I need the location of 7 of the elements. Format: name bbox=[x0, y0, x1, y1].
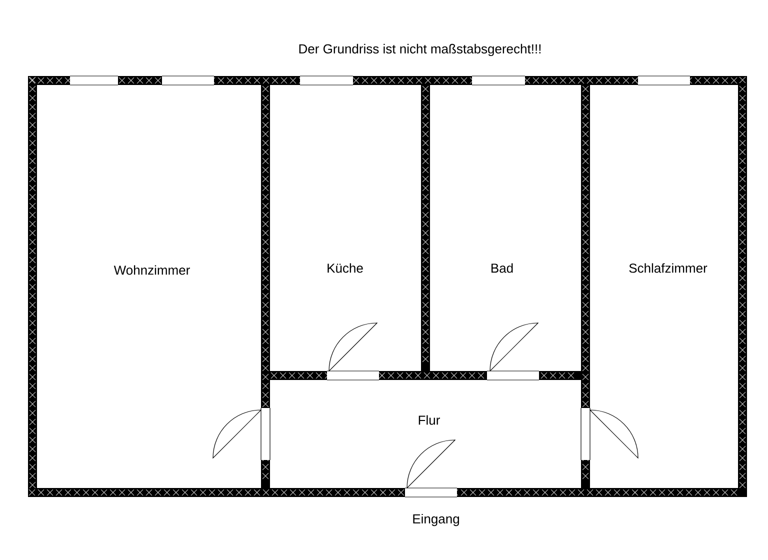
title: Der Grundriss ist nicht maßstabsgerecht!!! bbox=[299, 44, 541, 56]
entrance-label: Eingang bbox=[413, 514, 460, 526]
room-label: Küche bbox=[328, 263, 363, 273]
room-label: Bad bbox=[492, 263, 513, 273]
room-label: Wohnzimmer bbox=[114, 265, 190, 275]
room-label: Flur bbox=[418, 415, 440, 425]
room-label: Schlafzimmer bbox=[629, 263, 708, 273]
